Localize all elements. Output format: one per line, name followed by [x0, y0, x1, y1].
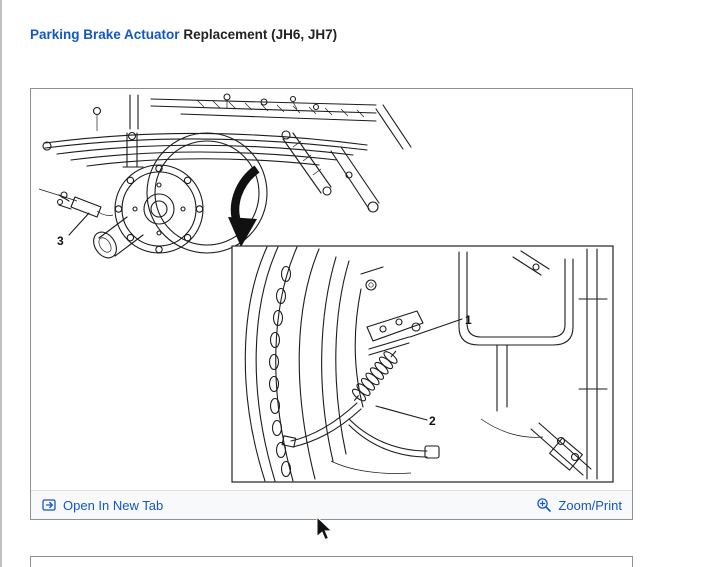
frame-rail	[150, 93, 412, 150]
brake-drum-hub	[93, 132, 268, 259]
figure-drawing: 3	[31, 89, 632, 490]
open-in-new-tab-link[interactable]: Open In New Tab	[41, 497, 163, 513]
figure-toolbar: Open In New Tab Zoom/Print	[31, 490, 632, 519]
parking-brake-lever	[38, 188, 114, 236]
pane-divider	[0, 0, 2, 567]
callout-3: 3	[57, 234, 64, 248]
zoom-plus-icon	[537, 498, 552, 512]
zoom-print-link[interactable]: Zoom/Print	[536, 497, 622, 513]
axle-brake-diagram: 3	[38, 93, 614, 483]
leaf-spring	[42, 94, 368, 168]
zoom-arrow	[228, 165, 260, 247]
figure-container: 3	[30, 88, 633, 520]
zoom-print-label: Zoom/Print	[558, 497, 622, 513]
open-in-new-icon	[42, 499, 56, 511]
parking-brake-actuator-link[interactable]: Parking Brake Actuator	[30, 27, 180, 42]
shock-absorber	[281, 130, 380, 213]
next-figure-container	[30, 556, 633, 567]
actuator-spring	[351, 350, 398, 402]
callout-1: 1	[465, 313, 472, 327]
page-title: Parking Brake Actuator Replacement (JH6,…	[30, 27, 337, 42]
inset-detail: 1 2	[231, 245, 614, 483]
page-title-suffix: Replacement (JH6, JH7)	[179, 27, 338, 42]
callout-2: 2	[429, 414, 436, 428]
open-in-new-tab-label: Open In New Tab	[63, 497, 164, 513]
